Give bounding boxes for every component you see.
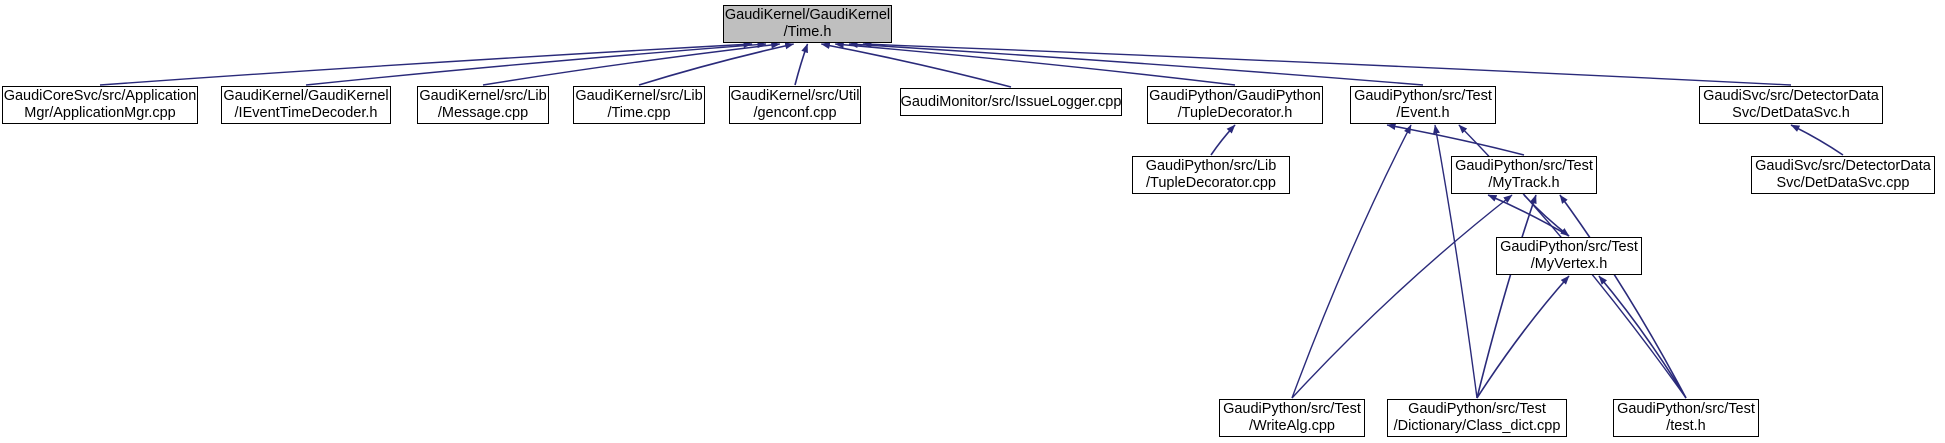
edge-mytrack_h-to-event_h: [1386, 123, 1525, 156]
node-label-line: GaudiKernel/GaudiKernel: [223, 88, 389, 104]
node-time-cpp[interactable]: GaudiKernel/src/Lib/Time.cpp: [573, 86, 705, 124]
node-time-h[interactable]: GaudiKernel/GaudiKernel/Time.h: [723, 5, 892, 43]
node-genconf-cpp[interactable]: GaudiKernel/src/Util/genconf.cpp: [729, 86, 861, 124]
node-label-line: GaudiCoreSvc/src/Application: [3, 88, 197, 104]
node-label-line: /MyTrack.h: [1488, 175, 1560, 191]
node-label-line: /Event.h: [1396, 105, 1450, 121]
node-label-line: /Time.cpp: [607, 105, 671, 121]
node-issuelogger-cpp[interactable]: GaudiMonitor/src/IssueLogger.cpp: [900, 88, 1122, 116]
edge-class_dict_cpp-to-mytrack_h: [1476, 194, 1537, 399]
edge-event_h-to-time_h: [848, 41, 1424, 86]
edge-tupledecorator_cpp-to-tupledecorator_h: [1210, 124, 1236, 156]
node-myvertex-h[interactable]: GaudiPython/src/Test/MyVertex.h: [1496, 237, 1642, 275]
edge-detdatasvc_h-to-time_h: [862, 40, 1792, 86]
edge-time_cpp-to-time_h: [638, 42, 795, 86]
node-label-line: GaudiPython/src/Test: [1617, 401, 1755, 417]
edge-applicationmgr_cpp-to-time_h: [99, 40, 753, 86]
node-mytrack-h[interactable]: GaudiPython/src/Test/MyTrack.h: [1451, 156, 1597, 194]
node-label-line: GaudiKernel/GaudiKernel: [724, 7, 891, 23]
edge-test_h-to-myvertex_h: [1598, 275, 1687, 399]
edge-writealg_cpp-to-mytrack_h: [1291, 194, 1513, 399]
edge-class_dict_cpp-to-event_h: [1433, 124, 1478, 399]
edge-ieventtimedecoder_h-to-time_h: [305, 41, 767, 86]
node-label-line: /WriteAlg.cpp: [1249, 418, 1335, 434]
node-test-h[interactable]: GaudiPython/src/Test/test.h: [1613, 399, 1759, 437]
node-label-line: GaudiSvc/src/DetectorData: [1755, 158, 1931, 174]
node-label-line: GaudiPython/src/Test: [1223, 401, 1361, 417]
edge-writealg_cpp-to-event_h: [1291, 124, 1412, 399]
edge-class_dict_cpp-to-myvertex_h: [1476, 275, 1570, 399]
node-label-line: GaudiKernel/src/Lib: [575, 88, 703, 104]
edge-tupledecorator_h-to-time_h: [834, 41, 1236, 86]
node-label-line: GaudiPython/src/Test: [1455, 158, 1593, 174]
node-message-cpp[interactable]: GaudiKernel/src/Lib/Message.cpp: [417, 86, 549, 124]
edge-message_cpp-to-time_h: [482, 41, 781, 86]
edges-group: [99, 40, 1844, 399]
node-writealg-cpp[interactable]: GaudiPython/src/Test/WriteAlg.cpp: [1219, 399, 1365, 437]
node-label-line: GaudiPython/src/Lib: [1145, 158, 1277, 174]
node-label-line: /TupleDecorator.h: [1177, 105, 1293, 121]
edge-issuelogger_cpp-to-time_h: [820, 42, 1012, 88]
node-label-line: /IEventTimeDecoder.h: [234, 105, 378, 121]
edge-detdatasvc_cpp-to-detdatasvc_h: [1790, 124, 1844, 156]
node-label-line: /Message.cpp: [437, 105, 529, 121]
node-label-line: Svc/DetDataSvc.h: [1732, 105, 1850, 121]
node-label-line: /TupleDecorator.cpp: [1145, 175, 1277, 191]
edge-genconf_cpp-to-time_h: [794, 43, 809, 86]
node-label-line: /Time.h: [783, 24, 832, 40]
node-label-line: /genconf.cpp: [753, 105, 837, 121]
node-tupledecorator-h[interactable]: GaudiPython/GaudiPython/TupleDecorator.h: [1147, 86, 1323, 124]
edge-test_h-to-mytrack_h: [1559, 194, 1687, 399]
node-event-h[interactable]: GaudiPython/src/Test/Event.h: [1350, 86, 1496, 124]
node-label-line: Svc/DetDataSvc.cpp: [1776, 175, 1910, 191]
node-ieventtimedecoder-h[interactable]: GaudiKernel/GaudiKernel/IEventTimeDecode…: [221, 86, 391, 124]
node-label-line: /Dictionary/Class_dict.cpp: [1393, 418, 1561, 434]
node-label-line: GaudiKernel/src/Lib: [419, 88, 547, 104]
node-label-line: /test.h: [1666, 418, 1706, 434]
node-label-line: GaudiSvc/src/DetectorData: [1703, 88, 1879, 104]
node-label-line: GaudiKernel/src/Util: [730, 88, 860, 104]
node-class-dict-cpp[interactable]: GaudiPython/src/Test/Dictionary/Class_di…: [1387, 399, 1567, 437]
node-tupledecorator-cpp[interactable]: GaudiPython/src/Lib/TupleDecorator.cpp: [1132, 156, 1290, 194]
node-label-line: /MyVertex.h: [1530, 256, 1608, 272]
node-label-line: Mgr/ApplicationMgr.cpp: [24, 105, 176, 121]
node-label-line: GaudiPython/GaudiPython: [1149, 88, 1321, 104]
node-label-line: GaudiPython/src/Test: [1500, 239, 1638, 255]
node-label-line: GaudiPython/src/Test: [1408, 401, 1546, 417]
node-label-line: GaudiPython/src/Test: [1354, 88, 1492, 104]
node-label-line: GaudiMonitor/src/IssueLogger.cpp: [900, 93, 1122, 110]
